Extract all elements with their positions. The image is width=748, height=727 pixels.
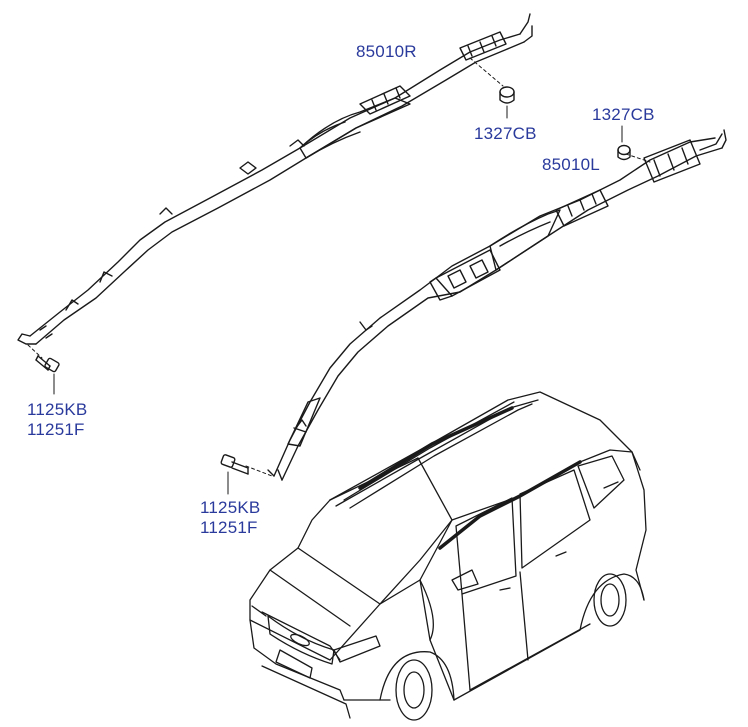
callout-1125kb-left[interactable]: 1125KB: [200, 498, 261, 517]
callout-1327cb-left[interactable]: 1327CB: [592, 105, 655, 124]
leader-lines-right: [27, 57, 504, 359]
right-nut-1327cb[interactable]: [499, 86, 515, 119]
callout-85010r[interactable]: 85010R: [356, 42, 417, 61]
callout-1125kb-right[interactable]: 1125KB: [27, 400, 88, 419]
left-bolt-1125kb[interactable]: [220, 454, 249, 495]
left-nut-1327cb[interactable]: [617, 125, 631, 161]
callout-11251f-right[interactable]: 11251F: [27, 420, 85, 439]
left-curtain-airbag[interactable]: [267, 129, 727, 481]
right-curtain-airbag[interactable]: [17, 13, 533, 345]
leader-lines-left: [245, 153, 651, 477]
right-bolt-1125kb[interactable]: [35, 355, 60, 395]
callout-85010l[interactable]: 85010L: [542, 155, 600, 174]
vehicle-outline: [249, 391, 647, 721]
callout-11251f-left[interactable]: 11251F: [200, 518, 258, 537]
callout-1327cb-right[interactable]: 1327CB: [474, 124, 537, 143]
